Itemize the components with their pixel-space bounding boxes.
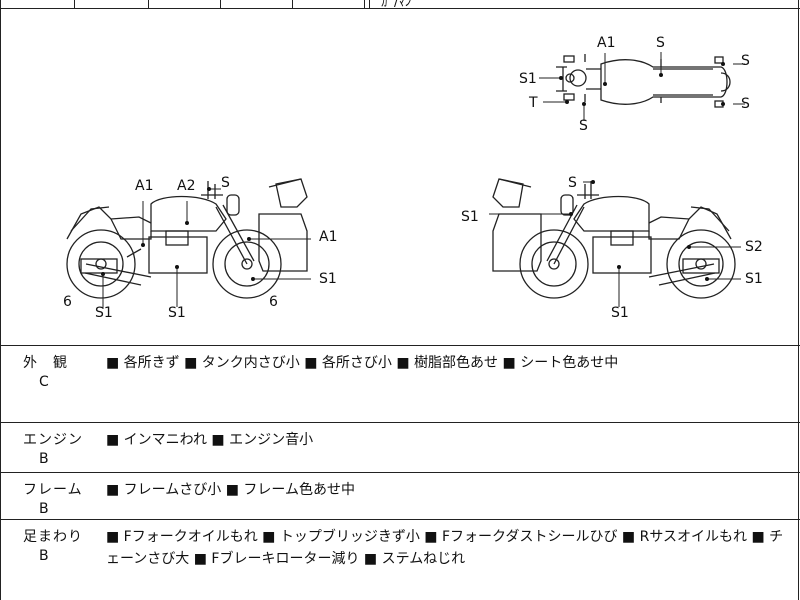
row-items: ■ 各所きず ■ タンク内さび小 ■ 各所さび小 ■ 樹脂部色あせ ■ シート色… (106, 355, 619, 371)
exterior-row: 外 観 C ■ 各所きず ■ タンク内さび小 ■ 各所さび小 ■ 樹脂部色あせ … (1, 346, 800, 423)
row-grade: B (39, 548, 49, 564)
label-left-a1-side: A1 (319, 229, 337, 245)
label-right-s1-side: S1 (461, 209, 479, 225)
label-left-6-front: 6 (63, 294, 72, 310)
label-left-s1-front: S1 (95, 305, 113, 321)
label-left-a1: A1 (135, 178, 153, 194)
label-top-t: T (528, 95, 538, 111)
label-left-a2: A2 (177, 178, 195, 194)
label-left-s1-side: S1 (319, 271, 337, 287)
header-strip: ｶﾞ/ﾏﾝ (1, 0, 800, 10)
label-top-s-front: S (579, 118, 588, 134)
row-name: エンジン (23, 432, 83, 448)
leader-dots (101, 62, 725, 281)
row-items: ■ フレームさび小 ■ フレーム色あせ中 (106, 482, 355, 498)
row-grade: C (39, 374, 49, 390)
row-name: フレーム (23, 482, 83, 498)
frame-row: フレーム B ■ フレームさび小 ■ フレーム色あせ中 (1, 473, 800, 520)
motorcycle-diagram-svg: A1 S S1 S T S S A1 A2 S A1 S1 6 S1 S1 6 … (63, 35, 763, 321)
label-left-s: S (221, 175, 230, 191)
label-top-s: S (656, 35, 665, 51)
label-top-a1: A1 (597, 35, 615, 51)
label-left-6-rear: 6 (269, 294, 278, 310)
header-cell (1, 0, 75, 8)
label-right-s2: S2 (745, 239, 763, 255)
header-cell (365, 0, 370, 8)
row-name: 外 観 (23, 355, 68, 371)
label-top-s1: S1 (519, 71, 537, 87)
label-left-s1-mid: S1 (168, 305, 186, 321)
suspension-row: 足まわり B ■ Fフォークオイルもれ ■ トップブリッジきず小 ■ Fフォーク… (1, 520, 800, 600)
right-view-motorcycle (492, 178, 736, 299)
label-right-s1-rear: S1 (745, 271, 763, 287)
header-cell (221, 0, 293, 8)
header-cell (293, 0, 365, 8)
row-grade: B (39, 451, 49, 467)
row-name: 足まわり (23, 529, 83, 545)
label-top-s-rear2: S (741, 96, 750, 112)
label-right-s: S (568, 175, 577, 191)
row-items: ■ インマニわれ ■ エンジン音小 (106, 432, 314, 448)
leader-lines (102, 52, 745, 309)
header-cell (149, 0, 221, 8)
row-items: ■ Fフォークオイルもれ ■ トップブリッジきず小 ■ Fフォークダストシールひ… (106, 529, 784, 567)
label-right-s1-bottom: S1 (611, 305, 629, 321)
label-top-s-rear: S (741, 53, 750, 69)
engine-row: エンジン B ■ インマニわれ ■ エンジン音小 (1, 423, 800, 473)
header-cell (75, 0, 149, 8)
damage-diagram: A1 S S1 S T S S A1 A2 S A1 S1 6 S1 S1 6 … (1, 9, 800, 346)
header-fragment-text: ｶﾞ/ﾏﾝ (381, 0, 412, 10)
left-view-motorcycle (66, 178, 308, 299)
top-view-motorcycle (556, 54, 731, 108)
row-grade: B (39, 501, 49, 517)
